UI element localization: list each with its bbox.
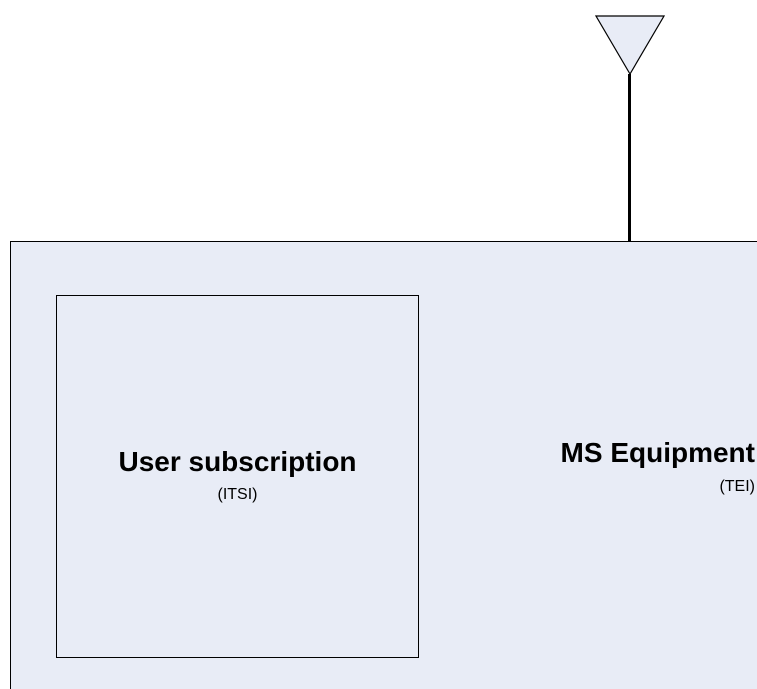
user-subscription-identifier: (ITSI) — [217, 486, 258, 503]
antenna-icon — [595, 15, 665, 75]
user-subscription-title: User subscription — [118, 446, 357, 477]
antenna-mast — [628, 74, 631, 242]
ms-equipment-title: MS Equipment — [560, 437, 755, 468]
ms-equipment-box — [10, 241, 757, 689]
ms-equipment-identifier: (TEI) — [719, 478, 755, 495]
user-subscription-box — [56, 295, 419, 658]
